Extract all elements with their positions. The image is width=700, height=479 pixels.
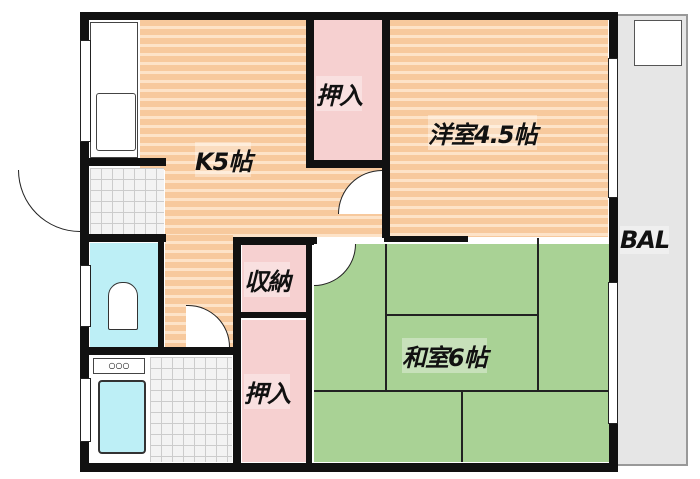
window <box>608 282 618 424</box>
sink <box>96 93 136 151</box>
wall <box>233 237 241 463</box>
balcony-drain <box>634 20 682 66</box>
wall <box>233 237 317 245</box>
western-room-floor <box>390 20 608 237</box>
wall <box>384 236 468 242</box>
room-label-kitchen: K5帖 <box>195 142 252 177</box>
stove: ○○○ <box>93 358 145 374</box>
window <box>80 378 91 442</box>
window <box>80 265 91 327</box>
storage <box>242 245 306 313</box>
room-label-storage: 収納 <box>244 262 291 297</box>
closet-top <box>314 20 382 160</box>
wall <box>158 240 164 350</box>
entrance-door[interactable] <box>18 170 80 232</box>
room-label-closet-bottom: 押入 <box>244 374 291 409</box>
window <box>80 40 91 142</box>
wall <box>306 160 386 168</box>
room-label-western-room: 洋室4.5帖 <box>428 115 538 150</box>
washroom-tile <box>150 357 232 462</box>
wall <box>306 243 312 463</box>
wall <box>382 20 390 238</box>
room-label-balcony: BAL <box>620 226 670 254</box>
wall <box>89 347 234 355</box>
kitchen-floor <box>140 20 308 170</box>
room-label-closet-top: 押入 <box>316 76 363 111</box>
toilet-icon <box>108 282 138 330</box>
wall <box>241 312 309 318</box>
tatami-line <box>461 390 463 462</box>
room-label-japanese-room: 和室6帖 <box>402 338 488 373</box>
wall <box>89 158 166 166</box>
window <box>608 58 618 198</box>
tatami-line <box>385 314 537 316</box>
tatami-line <box>537 238 539 390</box>
tatami-line <box>385 244 387 390</box>
wall <box>89 234 166 242</box>
bathtub <box>98 380 146 454</box>
entrance-tile <box>90 168 164 234</box>
closet-bottom <box>242 320 306 462</box>
wall <box>306 20 314 168</box>
